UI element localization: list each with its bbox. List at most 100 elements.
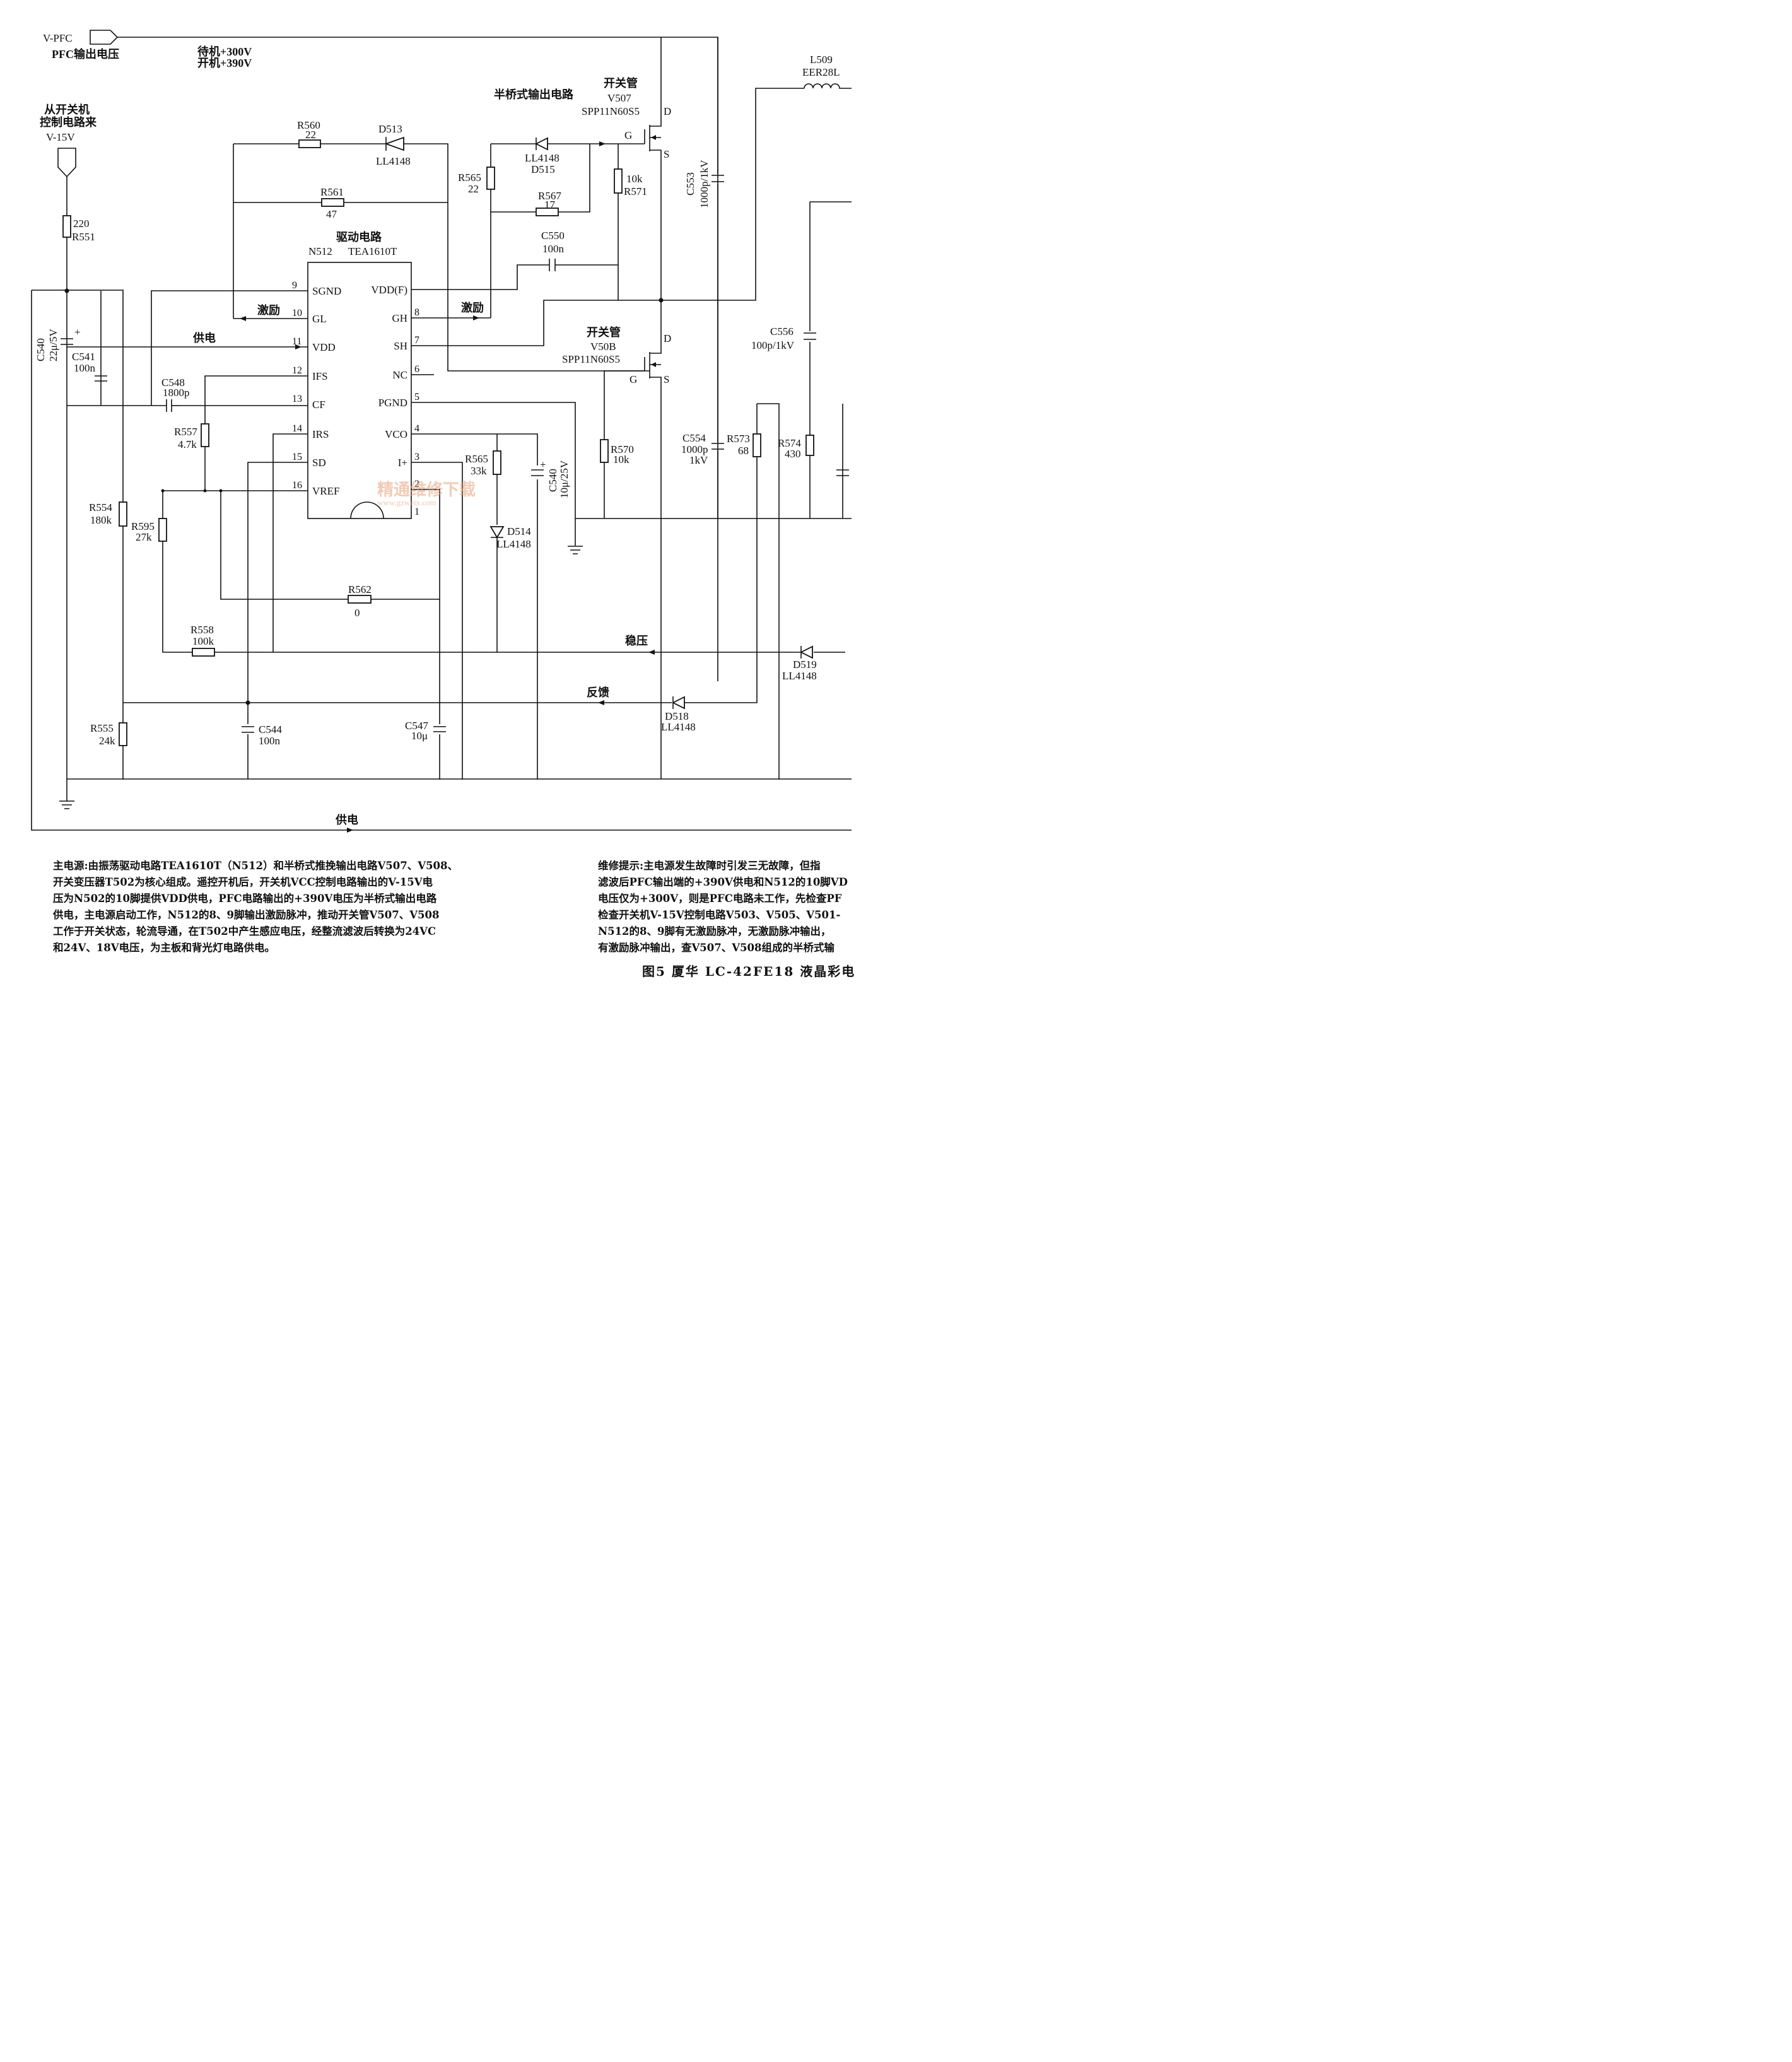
r557-body bbox=[201, 423, 209, 447]
ic-pin-number: 5 bbox=[414, 392, 419, 402]
svg-text:R551: R551 bbox=[72, 231, 95, 243]
description-text: 主电源:由振荡驱动电路TEA1610T（N512）和半桥式推挽输出电路V507、… bbox=[53, 858, 495, 956]
vpfc-connector: V-PFC PFC输出电压 待机+300V 开机+390V bbox=[43, 30, 252, 69]
svg-text:10μ/25V: 10μ/25V bbox=[558, 460, 570, 498]
r565a-body bbox=[486, 167, 495, 190]
ic-pin-name: VDD(F) bbox=[371, 284, 407, 296]
svg-text:C556: C556 bbox=[770, 325, 794, 337]
svg-text:27k: 27k bbox=[136, 531, 152, 543]
power-label-vdd: 供电 bbox=[192, 331, 216, 344]
svg-text:R560: R560 bbox=[297, 119, 320, 131]
svg-text:LL4148: LL4148 bbox=[782, 670, 817, 682]
standby-voltage-label: 待机+300V bbox=[197, 45, 252, 58]
ic-pin-name: VCO bbox=[385, 428, 407, 440]
repair-tips-text: 维修提示:主电源发生故障时引发三无故障，但指 滤波后PFC输出端的+390V供电… bbox=[598, 858, 853, 956]
svg-text:SPP11N60S5: SPP11N60S5 bbox=[582, 105, 640, 117]
svg-text:47: 47 bbox=[326, 208, 337, 220]
svg-text:D514: D514 bbox=[507, 525, 531, 537]
power-label-bottom: 供电 bbox=[335, 813, 358, 826]
svg-text:1000p: 1000p bbox=[681, 443, 708, 455]
ic-pin-name: GL bbox=[312, 313, 327, 325]
ic-pin-name: SD bbox=[312, 457, 326, 469]
svg-text:33k: 33k bbox=[471, 465, 487, 477]
capacitors: + C540 22μ/5V C541 100n C548 1800p C550 … bbox=[35, 160, 816, 747]
vpfc-label: V-PFC bbox=[43, 32, 73, 44]
svg-text:C540: C540 bbox=[35, 338, 47, 361]
svg-text:SPP11N60S5: SPP11N60S5 bbox=[562, 353, 620, 365]
ic-pin-number: 14 bbox=[292, 423, 302, 434]
r567-body bbox=[536, 208, 559, 216]
ic-pin-name: IRS bbox=[312, 428, 329, 440]
svg-text:0: 0 bbox=[354, 607, 360, 619]
svg-text:开关管: 开关管 bbox=[587, 325, 621, 339]
excite-label-left: 激励 bbox=[257, 303, 280, 317]
arrow-right-icon bbox=[295, 344, 302, 349]
arrow-left-icon bbox=[240, 316, 246, 321]
svg-text:C540: C540 bbox=[547, 469, 559, 492]
driver-label: 驱动电路 bbox=[336, 230, 382, 243]
ground-icon bbox=[59, 800, 74, 809]
svg-text:R567: R567 bbox=[538, 190, 561, 202]
repair-line: N512的8、9脚有无激励脉冲，无激励脉冲输出， bbox=[598, 925, 831, 937]
svg-text:+: + bbox=[74, 326, 81, 338]
svg-text:L509: L509 bbox=[810, 54, 833, 66]
svg-text:R562: R562 bbox=[348, 583, 372, 595]
mosfet-v507: 开关管 V507 SPP11N60S5 D G S bbox=[582, 76, 671, 160]
r561-body bbox=[321, 198, 344, 207]
r558-body bbox=[192, 648, 215, 657]
svg-text:R571: R571 bbox=[624, 185, 647, 197]
svg-text:www.gzweix.com: www.gzweix.com bbox=[377, 498, 436, 507]
svg-text:R558: R558 bbox=[190, 624, 214, 636]
description-line: 开关变压器T502为核心组成。遥控开机后，开关机VCC控制电路输出的V-15V电 bbox=[53, 876, 433, 888]
pfc-output-label: PFC输出电压 bbox=[52, 47, 119, 61]
arrow-left-icon bbox=[648, 650, 655, 655]
svg-text:10k: 10k bbox=[626, 173, 643, 185]
svg-text:D: D bbox=[664, 105, 671, 117]
arrow-right-icon bbox=[599, 141, 606, 146]
wires bbox=[31, 37, 852, 831]
svg-text:R595: R595 bbox=[131, 520, 155, 532]
ic-part: TEA1610T bbox=[348, 245, 397, 257]
ic-pin-name: PGND bbox=[378, 397, 407, 409]
ic-pin-number: 10 bbox=[292, 308, 302, 319]
ic-pin-name: IFS bbox=[312, 370, 328, 382]
description-line: 压为N502的10脚提供VDD供电，PFC电路输出的+390V电压为半桥式输出电… bbox=[53, 893, 437, 905]
v15-connector: 从开关机 控制电路来 V-15V bbox=[40, 103, 97, 178]
ic-pin-number: 12 bbox=[292, 365, 302, 376]
svg-text:V50B: V50B bbox=[590, 341, 616, 353]
r562-body bbox=[348, 595, 372, 604]
svg-text:精通维修下载: 精通维修下载 bbox=[377, 480, 476, 499]
svg-text:R574: R574 bbox=[778, 437, 801, 449]
svg-text:C553: C553 bbox=[684, 172, 696, 196]
ic-pin-name: I+ bbox=[398, 457, 407, 469]
ic-pin-number: 9 bbox=[292, 280, 297, 291]
svg-text:EER28L: EER28L bbox=[802, 66, 840, 78]
svg-text:R555: R555 bbox=[90, 722, 114, 734]
svg-text:LL4148: LL4148 bbox=[525, 152, 559, 164]
ic-pin-name: VREF bbox=[312, 485, 339, 497]
ic-pin-number: 13 bbox=[292, 394, 302, 404]
from-switch-label-1: 从开关机 bbox=[44, 103, 90, 116]
svg-text:C541: C541 bbox=[72, 351, 95, 363]
ic-pin-number: 7 bbox=[414, 335, 419, 346]
watermark: 精通维修下载 www.gzweix.com bbox=[377, 480, 476, 507]
svg-text:G: G bbox=[624, 129, 632, 141]
ic-pin-number: 4 bbox=[414, 423, 419, 434]
r573-body bbox=[753, 433, 761, 457]
svg-text:C554: C554 bbox=[682, 432, 706, 444]
ic-pin-name: GH bbox=[392, 312, 407, 324]
svg-text:100k: 100k bbox=[192, 635, 214, 647]
ic-pin-number: 6 bbox=[414, 364, 419, 375]
svg-text:C548: C548 bbox=[161, 377, 185, 389]
svg-text:180k: 180k bbox=[90, 514, 112, 526]
svg-text:开关管: 开关管 bbox=[604, 76, 638, 90]
description-line: 工作于开关状态，轮流导通，在T502中产生感应电压，经整流滤波后转换为24VC bbox=[53, 925, 436, 937]
on-voltage-label: 开机+390V bbox=[197, 57, 252, 69]
r560-body bbox=[298, 139, 321, 148]
svg-text:S: S bbox=[664, 148, 669, 160]
svg-text:24k: 24k bbox=[99, 735, 115, 747]
feedback-label: 反馈 bbox=[587, 686, 609, 699]
ic-pin-number: 16 bbox=[292, 480, 302, 491]
